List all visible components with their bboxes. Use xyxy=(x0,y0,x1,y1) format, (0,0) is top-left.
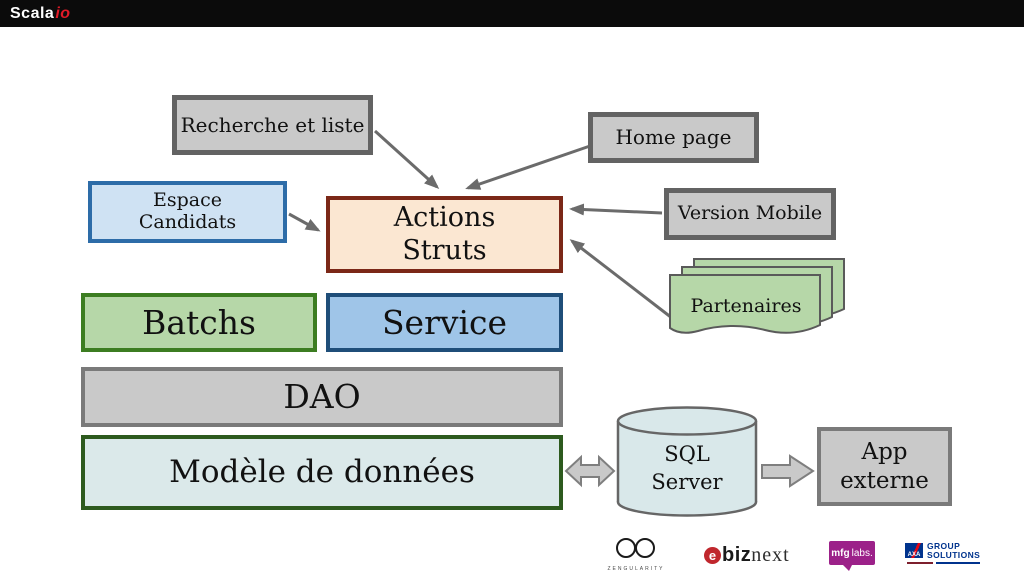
brand-io: io xyxy=(55,4,71,22)
node-dao: DAO xyxy=(81,367,563,427)
node-home-page: Home page xyxy=(588,112,759,163)
ebiznext-biz: biz xyxy=(722,544,752,566)
mfglabs-labs: labs. xyxy=(851,547,873,559)
node-label-line2: Struts xyxy=(402,234,487,266)
node-label: Modèle de données xyxy=(169,453,475,490)
arrow-home-to-actions xyxy=(465,144,591,190)
double-arrow-modele-sql xyxy=(564,454,616,488)
node-label-line1: Actions xyxy=(393,202,496,234)
axa-tagline-decoration xyxy=(907,561,980,565)
node-app-externe: App externe xyxy=(817,427,952,506)
mfglabs-logo: mfg labs. xyxy=(829,541,875,571)
brand-scala: Scala xyxy=(10,4,55,22)
footer-logos: ZENGULARITY e biz next mfg labs. AXA GRO… xyxy=(0,530,1024,576)
arrow-partenaires-to-actions xyxy=(569,239,673,320)
node-label-line1: App xyxy=(861,438,908,465)
scalaio-logo: Scalaio xyxy=(10,5,71,23)
node-version-mobile: Version Mobile xyxy=(664,188,836,240)
node-label-line1: Espace xyxy=(153,189,222,212)
arrow-espace-to-actions xyxy=(288,212,321,232)
ebiznext-next: next xyxy=(751,544,790,566)
infinity-icon xyxy=(616,538,655,558)
axa-solutions: SOLUTIONS xyxy=(927,549,981,560)
zengularity-wordmark: ZENGULARITY xyxy=(607,566,665,572)
node-label-line2: Candidats xyxy=(138,211,237,233)
node-label: Home page xyxy=(615,125,732,149)
node-recherche-et-liste: Recherche et liste xyxy=(172,95,373,155)
node-espace-candidats: Espace Candidats xyxy=(88,181,287,243)
arrow-version-to-actions xyxy=(569,203,663,216)
node-actions-struts: Actions Struts xyxy=(326,196,563,273)
node-label: Partenaires xyxy=(690,295,802,317)
node-batchs: Batchs xyxy=(81,293,317,352)
node-label-line1: SQL xyxy=(664,442,710,466)
mfglabs-mfg: mfg xyxy=(831,547,850,559)
node-sql-server-label: SQL Server xyxy=(619,440,755,497)
zengularity-logo: ZENGULARITY xyxy=(606,536,666,572)
node-label: Version Mobile xyxy=(677,202,823,225)
arrow-sql-to-app xyxy=(761,454,815,488)
mfglabs-bubble-tail xyxy=(843,565,852,571)
node-label-line2: Server xyxy=(651,470,723,495)
axa-group-solutions-logo: AXA GROUP SOLUTIONS xyxy=(905,541,981,565)
node-label-line2: externe xyxy=(840,467,929,494)
node-label: DAO xyxy=(283,377,361,417)
axa-group: GROUP xyxy=(927,541,961,551)
node-modele-de-donnees: Modèle de données xyxy=(81,435,563,510)
node-label: Recherche et liste xyxy=(180,112,365,137)
arrow-recherche-to-actions xyxy=(373,129,440,190)
mfglabs-badge: mfg labs. xyxy=(829,541,875,565)
axa-square-icon: AXA xyxy=(905,543,923,559)
ebiznext-logo: e biz next xyxy=(704,544,790,567)
node-label: Batchs xyxy=(142,302,256,342)
node-service: Service xyxy=(326,293,563,352)
ebiznext-e-icon: e xyxy=(704,547,721,564)
header-bar: Scalaio xyxy=(0,0,1024,27)
node-label: Service xyxy=(381,302,508,342)
node-partenaires-label: Partenaires xyxy=(670,295,822,317)
